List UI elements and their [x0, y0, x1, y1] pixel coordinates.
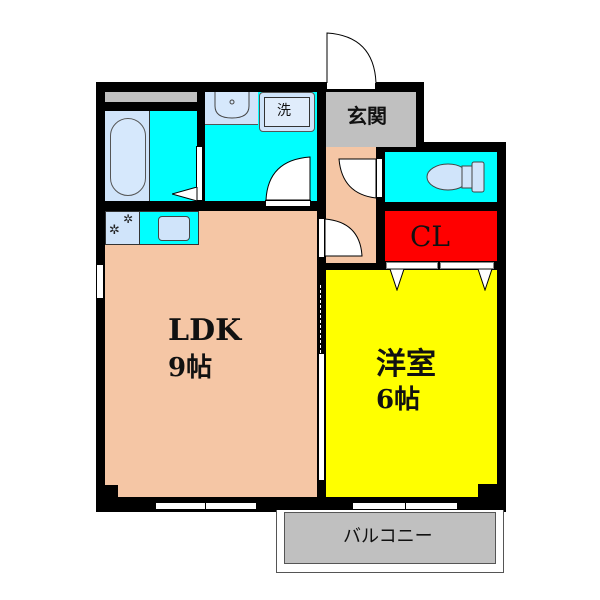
balcony-label: バルコニー: [343, 526, 433, 547]
sink-icon: [214, 92, 250, 119]
entrance-label: 玄関: [347, 104, 387, 128]
storage-shelf: [105, 92, 197, 102]
ldk-room-upper: [199, 211, 317, 247]
door-swing-icon: [172, 187, 198, 201]
closet: [385, 211, 497, 261]
ldk-room: [105, 245, 317, 485]
closet-door-marker-right: [477, 269, 493, 291]
front-door-swing-icon: [326, 32, 377, 84]
bedroom: [326, 270, 497, 484]
ldk-balcony-window[interactable]: [155, 502, 257, 510]
bathroom-door[interactable]: [196, 146, 203, 201]
toilet-door[interactable]: [376, 158, 383, 198]
stove-icon: ✲ ✲: [106, 212, 140, 244]
ldk-size: 9帖: [168, 353, 213, 383]
entrance: [326, 92, 416, 147]
bedroom-size: 6帖: [376, 385, 421, 415]
ldk-room-bottom: [118, 484, 317, 497]
washroom-door[interactable]: [265, 200, 311, 207]
sliding-door-dashed: [320, 285, 323, 353]
bathtub-icon: [110, 118, 146, 196]
washroom-door-swing: [265, 156, 311, 201]
toilet-door-swing-icon: [338, 158, 377, 199]
closet-door-marker-left: [389, 269, 405, 291]
ldk-side-window[interactable]: [96, 264, 104, 299]
ldk-door[interactable]: [318, 218, 325, 258]
washer-label: 洗: [277, 103, 291, 119]
balcony: [284, 512, 496, 564]
bedroom-label: 洋室: [376, 347, 436, 382]
closet-door-left[interactable]: [386, 262, 438, 269]
closet-door-right[interactable]: [440, 262, 494, 269]
ldk-door-swing-icon: [324, 218, 363, 257]
closet-label: CL: [410, 220, 451, 253]
sliding-door[interactable]: [318, 353, 325, 481]
ldk-label: LDK: [168, 313, 242, 348]
kitchen-sink-icon: [158, 216, 190, 241]
bedroom-bottom: [326, 484, 478, 497]
toilet-icon: [426, 161, 485, 193]
washing-machine-icon: 洗: [259, 92, 315, 132]
